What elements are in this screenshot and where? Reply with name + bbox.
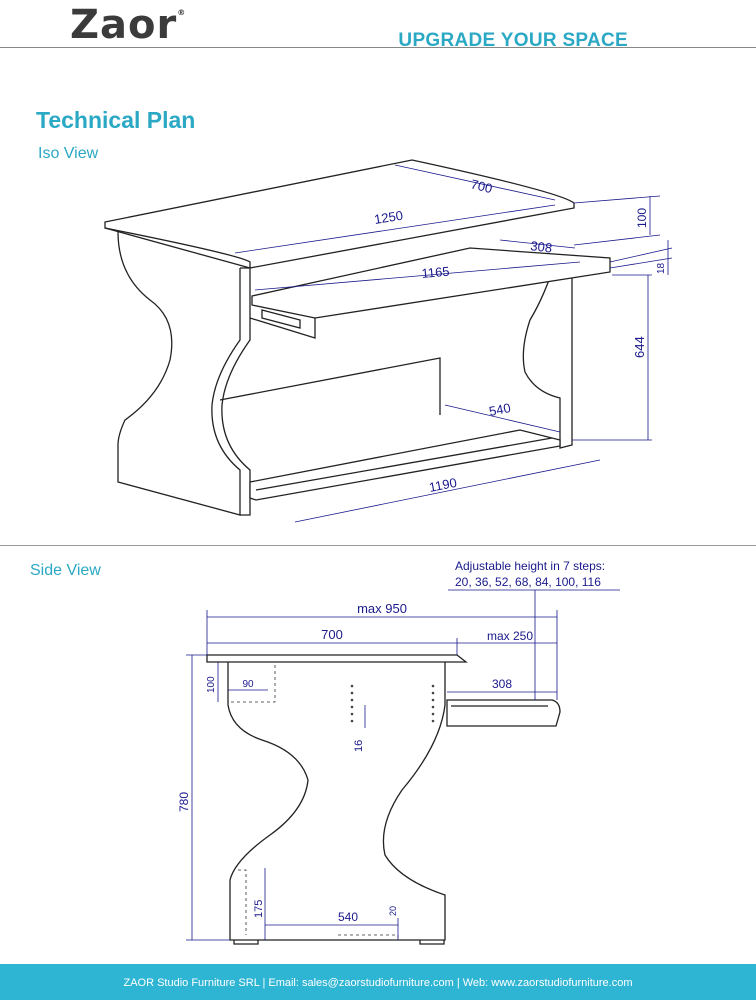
side-hidden-lines [231,662,399,940]
page-title: Technical Plan [36,107,196,133]
side-dim-overhang: max 250 [487,629,533,643]
footer-contact: ZAOR Studio Furniture SRL | Email: sales… [0,964,756,1000]
side-dim-foot: 175 [253,900,265,918]
iso-view-title: Iso View [38,145,99,162]
iso-dim-shelf-width: 1165 [421,264,450,281]
side-note-line2: 20, 36, 52, 68, 84, 100, 116 [455,575,601,589]
iso-dim-base-depth: 540 [488,400,512,419]
iso-dim-shelf-depth: 308 [530,238,553,256]
side-desk-drawing [206,654,561,945]
side-dim-inset: 90 [242,679,254,690]
logo-text: Zaor [70,2,178,48]
iso-dimension-lines [234,164,673,523]
side-dimension-lines [186,589,620,941]
iso-dim-top-width: 1250 [373,208,404,227]
iso-desk-drawing [104,159,611,516]
side-dim-shelf-depth: 308 [492,677,512,691]
header-rule [0,47,756,48]
iso-dim-base-width: 1190 [428,475,458,495]
iso-dim-raise: 100 [635,208,649,228]
side-dim-step: 16 [353,740,365,752]
section-divider [0,545,756,546]
side-dim-base: 540 [338,910,358,924]
iso-dim-thickness: 18 [656,262,667,274]
side-note-line1: Adjustable height in 7 steps: [455,559,605,573]
iso-dim-depth: 700 [469,176,494,196]
side-view-title: Side View [30,562,101,579]
adjustment-holes [350,684,435,723]
side-dim-raise: 100 [206,676,217,693]
tagline: UPGRADE YOUR SPACE [398,30,628,51]
side-dim-depth: 700 [321,627,343,642]
side-dim-max-depth: max 950 [357,601,407,616]
side-dim-base-h: 20 [388,906,398,916]
iso-dim-height: 644 [632,336,647,358]
brand-logo[interactable]: Zaor® [70,2,186,48]
trademark-mark: ® [177,8,187,17]
side-dim-height: 780 [177,792,191,812]
